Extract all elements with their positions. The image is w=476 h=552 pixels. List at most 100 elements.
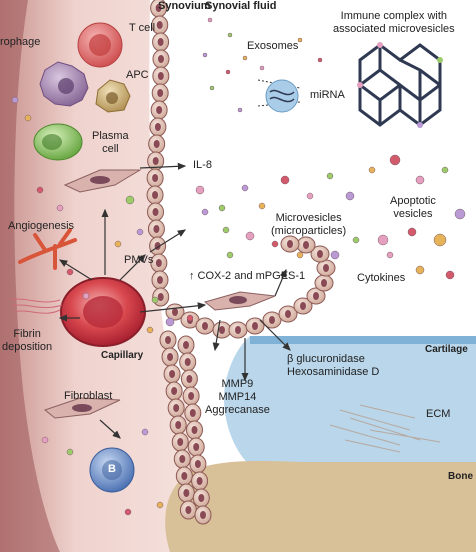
membrane-cell-nucleus (252, 322, 258, 330)
vesicle (241, 184, 249, 192)
membrane-cell-nucleus (287, 240, 293, 248)
membrane-cell-nucleus (269, 316, 275, 324)
ecm-fibers (329, 404, 441, 453)
membrane-cell-nucleus (183, 341, 189, 349)
membrane-cell-nucleus (155, 259, 162, 267)
b-cell (89, 447, 135, 493)
membrane-cell-nucleus (169, 370, 176, 378)
membrane-cell-nucleus (235, 326, 241, 334)
bone-region (165, 461, 476, 552)
vesicle (433, 233, 447, 247)
label-capillary: Capillary (101, 350, 144, 361)
vesicle (345, 191, 355, 201)
vesicle (195, 185, 205, 195)
membrane-cell-nucleus (194, 460, 201, 468)
membrane-cell-nucleus (300, 302, 306, 310)
membrane-cell-nucleus (188, 392, 195, 400)
membrane-cell-nucleus (183, 489, 190, 497)
vesicle (186, 314, 194, 322)
label-bone: Bone (448, 471, 473, 482)
outer-dark-edge (0, 0, 60, 552)
vesicle (415, 265, 425, 275)
label-synovial-fluid: Synovial fluid (205, 0, 277, 12)
membrane-cell-nucleus (202, 322, 208, 330)
vesicle (326, 172, 334, 180)
vesicle (227, 32, 233, 38)
vesicle (165, 317, 175, 327)
vesicle (296, 251, 304, 259)
vesicle (146, 326, 154, 334)
vesicle (24, 114, 32, 122)
mirna-exosome (257, 79, 301, 113)
vesicle (222, 226, 230, 234)
t-cell (77, 22, 123, 68)
vesicle (259, 65, 265, 71)
membrane-cell-nucleus (165, 336, 171, 344)
vesicle (368, 166, 376, 174)
label-cytokines: Cytokines (357, 272, 406, 284)
label-angiogenesis: Angiogenesis (8, 220, 75, 232)
vesicle (209, 85, 215, 91)
vesicle (454, 208, 466, 220)
cartilage-surface (250, 336, 476, 344)
plasma-cell (33, 123, 83, 161)
angiogenesis-vessel (18, 228, 77, 270)
vesicle (306, 192, 314, 200)
membrane-cell-nucleus (317, 250, 323, 258)
vesicle (136, 228, 144, 236)
membrane-cell-nucleus (155, 4, 162, 12)
vesicle (258, 202, 266, 210)
vesicle (114, 240, 122, 248)
membrane-cell-nucleus (152, 208, 159, 216)
vesicle (66, 448, 74, 456)
membrane-cell-nucleus (179, 455, 186, 463)
label-ecm: ECM (426, 408, 451, 420)
vesicle (207, 17, 213, 23)
fibroblast-lower (43, 397, 121, 419)
label-b-cell: B (108, 463, 116, 475)
vesicle (407, 227, 417, 237)
membrane-cell-nucleus (157, 293, 164, 301)
membrane-cell-nucleus (156, 21, 163, 29)
label-fibrin-deposition: Fibrin deposition (2, 328, 53, 353)
label-mmp: MMP9 MMP14 Aggrecanase (205, 378, 270, 416)
label-pmvs: PMVs (124, 254, 154, 266)
cartilage-region (224, 336, 476, 470)
membrane-cell-nucleus (184, 358, 191, 366)
membrane-cell-nucleus (321, 279, 327, 287)
label-microvesicles: Microvesicles (microparticles) (271, 212, 347, 237)
label-synovium: Synovium (158, 0, 211, 12)
membrane-cell-nucleus (153, 140, 160, 148)
membrane-cell-nucleus (153, 225, 160, 233)
label-fibroblast: Fibroblast (64, 390, 113, 402)
membrane-cell-nucleus (154, 123, 161, 131)
vesicle (441, 166, 449, 174)
membrane-cell-nucleus (185, 506, 192, 514)
membrane-cell-nucleus (157, 55, 164, 63)
synovial-membrane-cells (146, 0, 336, 525)
label-t-cell: T cell (129, 22, 156, 34)
membrane-cell-nucleus (152, 157, 159, 165)
vesicle (377, 234, 389, 246)
membrane-cell-nucleus (173, 404, 180, 412)
membrane-cell-nucleus (323, 264, 329, 272)
membrane-cell-nucleus (167, 353, 174, 361)
fibrin-strands (9, 298, 63, 314)
membrane-cell-nucleus (191, 426, 198, 434)
membrane-cell-nucleus (152, 191, 159, 199)
label-apc: APC (126, 69, 149, 81)
membrane-cell-nucleus (285, 310, 291, 318)
vesicle (280, 175, 290, 185)
vesicle (36, 186, 44, 194)
label-exosomes: Exosomes (247, 40, 299, 52)
label-immune-complex: Immune complex with associated microvesi… (333, 10, 455, 35)
vesicle (330, 250, 340, 260)
membrane-cell-nucleus (152, 174, 159, 182)
membrane-cell-nucleus (303, 241, 309, 249)
vesicle (82, 292, 90, 300)
immune-complex-network (358, 43, 442, 127)
vesicle (202, 52, 208, 58)
membrane-cell-nucleus (156, 276, 163, 284)
vesicle (41, 436, 49, 444)
